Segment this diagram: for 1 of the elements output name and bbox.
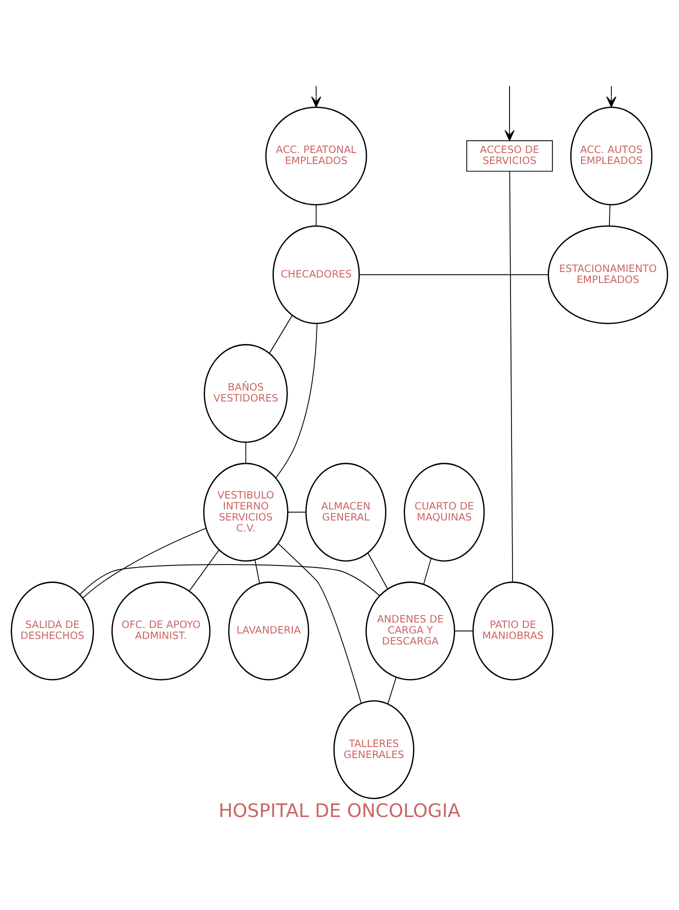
diagram-title: HOSPITAL DE ONCOLOGIA [218, 800, 460, 822]
